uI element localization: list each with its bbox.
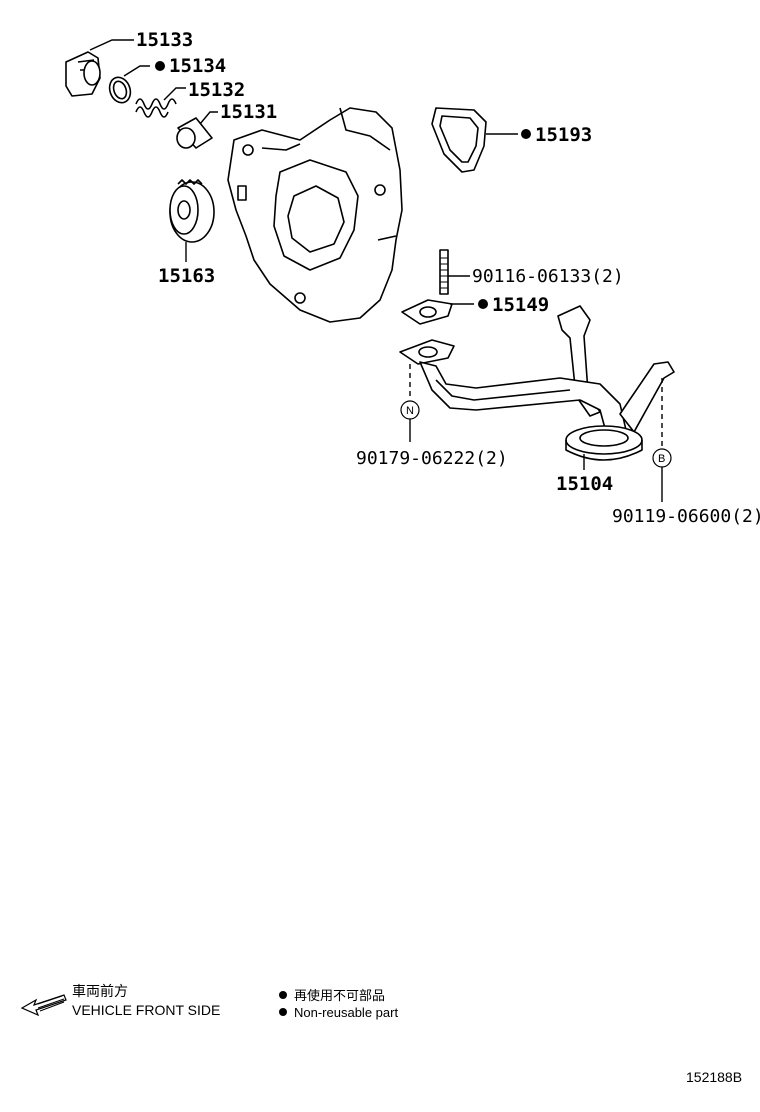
- label-90179: 90179-06222(2): [356, 448, 508, 469]
- legend-front-jp: 車両前方: [72, 983, 128, 999]
- oil-pump-body-drawing: [227, 107, 403, 323]
- plug-15133-drawing: [65, 51, 101, 97]
- label-15149: 15149: [492, 294, 549, 316]
- leader-15133: [89, 39, 134, 51]
- stud-90116-drawing: [439, 249, 449, 295]
- diagram-code: 152188B: [686, 1069, 742, 1085]
- label-15104: 15104: [556, 473, 613, 495]
- legend-front-en: VEHICLE FRONT SIDE: [72, 1002, 220, 1018]
- label-15163: 15163: [158, 265, 215, 287]
- legend-nonreuse-jp: 再使用不可部品: [294, 988, 385, 1003]
- nonreusable-mark-15149: [478, 299, 488, 309]
- label-15132: 15132: [188, 79, 245, 101]
- leader-15132: [163, 87, 186, 101]
- valve-15131-drawing: [176, 117, 213, 149]
- gear-15163-drawing: [169, 179, 215, 243]
- label-15133: 15133: [136, 29, 193, 51]
- leader-15134: [123, 65, 150, 77]
- oring-15134-drawing: [108, 76, 132, 104]
- tag-n-text: N: [406, 405, 414, 417]
- front-arrow-icon: [20, 994, 67, 1017]
- gasket-15193-drawing: [431, 107, 487, 173]
- tag-b-text: B: [658, 453, 665, 465]
- label-15193: 15193: [535, 124, 592, 146]
- nonreusable-mark-15134: [155, 61, 165, 71]
- label-15134: 15134: [169, 55, 226, 77]
- gasket-15149-drawing: [401, 299, 453, 325]
- spring-15132-drawing: [135, 98, 177, 118]
- strainer-15104-drawing: [399, 305, 675, 461]
- legend-bullet-icon: [279, 991, 287, 999]
- nonreusable-mark-15193: [521, 129, 531, 139]
- legend-bullet-icon-2: [279, 1008, 287, 1016]
- leader-15131: [199, 111, 218, 125]
- label-90116: 90116-06133(2): [472, 266, 624, 287]
- label-90119: 90119-06600(2): [612, 506, 760, 527]
- label-15131: 15131: [220, 101, 277, 123]
- legend-nonreuse-en: Non-reusable part: [294, 1005, 398, 1020]
